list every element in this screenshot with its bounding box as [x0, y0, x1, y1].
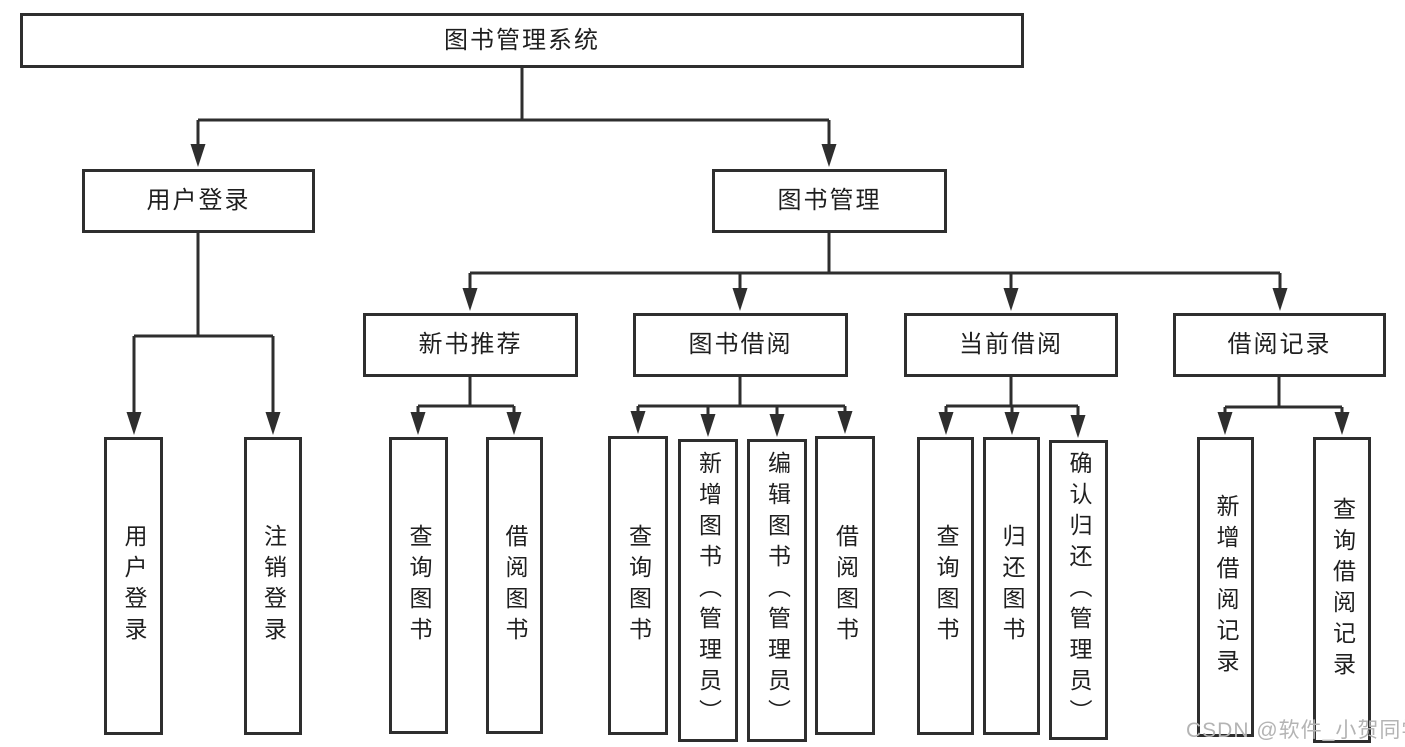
connector-current-to-leaves [938, 377, 1086, 438]
node-borrowing-records: 借阅记录 [1173, 313, 1386, 377]
leaf-newbooks-borrow-books: 借阅图书 [486, 437, 543, 734]
connector-mgmt-to-level3 [462, 233, 1288, 311]
connector-root-to-level2 [190, 68, 837, 167]
node-user-login: 用户登录 [82, 169, 315, 233]
node-current-borrowing: 当前借阅 [904, 313, 1118, 377]
node-new-book-recommend: 新书推荐 [363, 313, 578, 377]
leaf-current-confirm-return-admin: 确认归还（管理员） [1049, 440, 1108, 740]
leaf-user-login: 用户登录 [104, 437, 163, 735]
leaf-records-add-record: 新增借阅记录 [1197, 437, 1254, 737]
leaf-records-query-record: 查询借阅记录 [1313, 437, 1371, 743]
leaf-current-return-books: 归还图书 [983, 437, 1040, 735]
node-root-system: 图书管理系统 [20, 13, 1024, 68]
leaf-borrow-query-books: 查询图书 [608, 436, 668, 735]
leaf-borrow-borrow-books: 借阅图书 [815, 436, 875, 735]
leaf-newbooks-query-books: 查询图书 [389, 437, 448, 734]
leaf-borrow-edit-books-admin: 编辑图书（管理员） [747, 439, 807, 742]
connector-borrow-to-leaves [630, 377, 853, 437]
connector-newbooks-to-leaves [410, 377, 522, 435]
connector-records-to-leaves [1217, 377, 1350, 435]
leaf-borrow-add-books-admin: 新增图书（管理员） [678, 439, 738, 742]
node-book-borrowing: 图书借阅 [633, 313, 848, 377]
csdn-watermark: CSDN @软件_小贺同学 [1186, 719, 1405, 742]
node-book-management: 图书管理 [712, 169, 947, 233]
connector-login-to-leaves [126, 233, 281, 435]
leaf-logout: 注销登录 [244, 437, 302, 735]
leaf-current-query-books: 查询图书 [917, 437, 974, 735]
